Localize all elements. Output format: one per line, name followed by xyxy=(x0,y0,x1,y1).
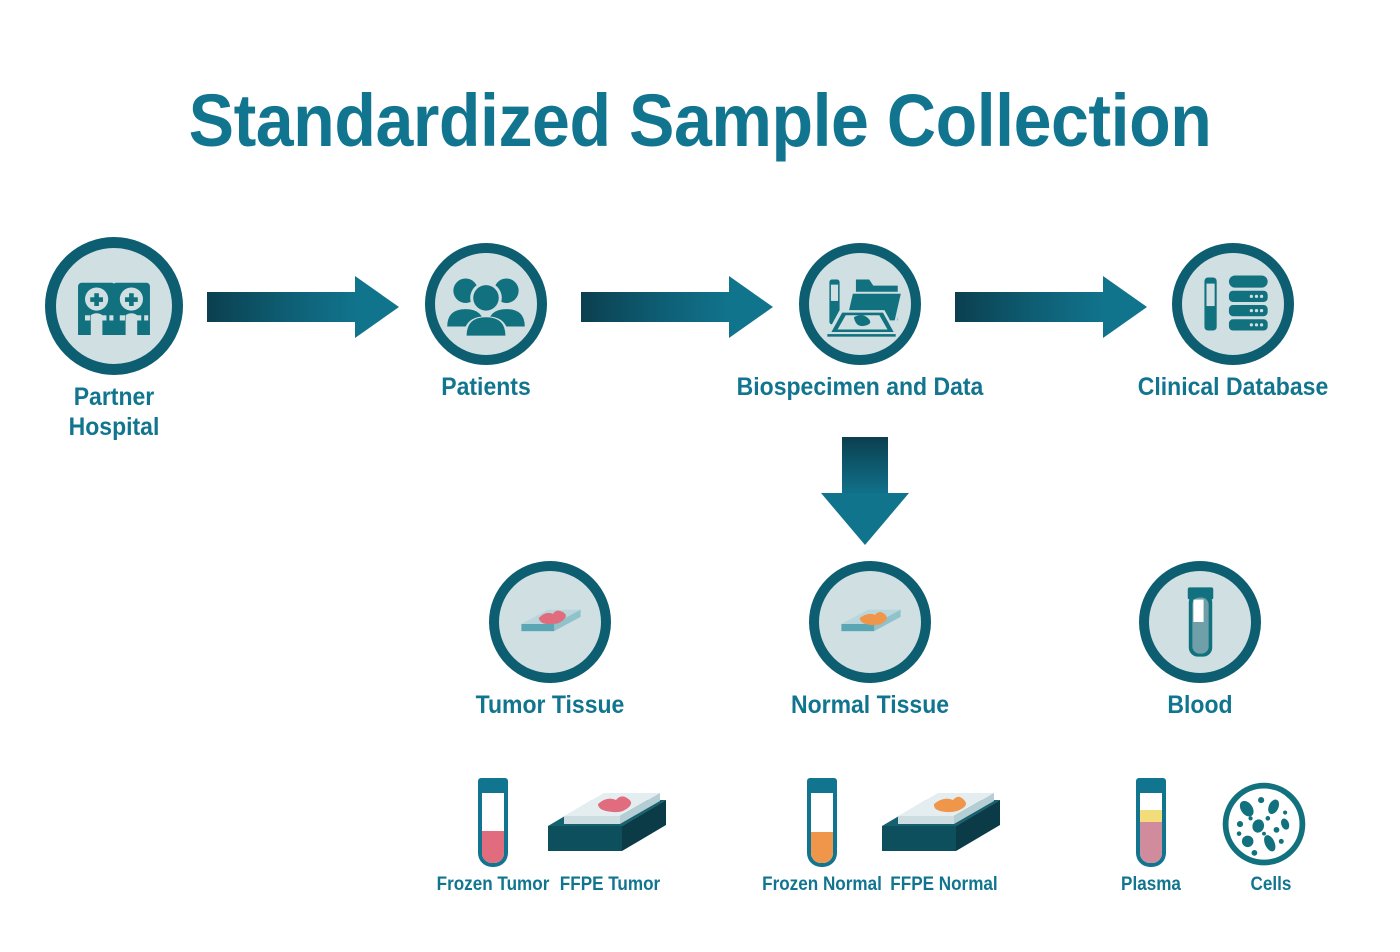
clinical-database-icon xyxy=(1202,273,1270,333)
ffpe-tumor-label: FFPE Tumor xyxy=(559,874,660,895)
arrow-biospecimen-to-samples xyxy=(821,437,909,545)
derivative-frozen-tumor[interactable]: Frozen Tumor xyxy=(437,778,549,908)
frozen-normal-label: Frozen Normal xyxy=(762,874,882,895)
arrow-shaft xyxy=(581,292,731,322)
tube-body xyxy=(807,789,837,867)
page-title: Standardized Sample Collection xyxy=(188,79,1212,162)
flow-node-clinical-database[interactable]: Clinical Database xyxy=(1138,243,1328,401)
flow-node-biospecimen-and-data[interactable]: Biospecimen and Data xyxy=(737,243,983,401)
tissue-slide-icon xyxy=(841,609,901,632)
tumor-tissue-circle xyxy=(489,561,611,683)
arrow-patients-to-biospecimen xyxy=(581,276,773,338)
arrow-head xyxy=(355,276,399,338)
tube-fill-bottom xyxy=(1140,822,1162,863)
flow-node-partner-hospital[interactable]: Partner Hospital xyxy=(45,237,183,441)
tissue-slide-icon xyxy=(521,609,581,632)
flow-node-patients[interactable]: Patients xyxy=(425,243,547,401)
derivative-ffpe-tumor[interactable]: FFPE Tumor xyxy=(542,778,677,908)
normal-tissue-circle xyxy=(809,561,931,683)
ffpe-normal-label: FFPE Normal xyxy=(889,874,998,895)
frozen-tumor-label: Frozen Tumor xyxy=(436,874,550,895)
plasma-label: Plasma xyxy=(1121,874,1181,895)
partner-hospital-label: Partner Hospital xyxy=(68,383,160,441)
tube-fill-top xyxy=(1140,809,1162,823)
tube-fill xyxy=(811,832,833,863)
patients-label: Patients xyxy=(441,373,531,401)
arrow-head xyxy=(1103,276,1147,338)
arrow-hospital-to-patients xyxy=(207,276,399,338)
tube-body xyxy=(1136,789,1166,867)
tube-body xyxy=(478,789,508,867)
patients-circle xyxy=(425,243,547,365)
patients-icon xyxy=(447,278,525,338)
derivative-ffpe-normal[interactable]: FFPE Normal xyxy=(876,778,1011,908)
arrow-head xyxy=(821,493,909,545)
arrow-shaft xyxy=(842,437,888,497)
arrow-biospecimen-to-database xyxy=(955,276,1147,338)
hospital-icon xyxy=(78,282,150,335)
blood-tube-icon xyxy=(1187,587,1214,657)
clinical-database-circle xyxy=(1172,243,1294,365)
arrow-shaft xyxy=(207,292,357,322)
tumor-tissue-label: Tumor Tissue xyxy=(475,691,625,719)
sample-node-normal-tissue[interactable]: Normal Tissue xyxy=(791,561,949,719)
biospecimen-data-icon xyxy=(825,277,904,338)
cells-label: Cells xyxy=(1250,874,1292,895)
derivative-frozen-normal[interactable]: Frozen Normal xyxy=(762,778,882,908)
partner-hospital-circle xyxy=(45,237,183,375)
biospecimen-circle xyxy=(799,243,921,365)
ffpe-block-icon xyxy=(882,793,1000,851)
normal-tissue-label: Normal Tissue xyxy=(790,691,950,719)
derivative-plasma[interactable]: Plasma xyxy=(1112,778,1190,908)
derivative-cells[interactable]: Cells xyxy=(1216,778,1326,908)
sample-node-blood[interactable]: Blood xyxy=(1139,561,1261,719)
petri-dish-cells-icon xyxy=(1222,782,1306,866)
tube-fill xyxy=(482,830,504,863)
biospecimen-label: Biospecimen and Data xyxy=(736,373,984,401)
clinical-database-label: Clinical Database xyxy=(1137,373,1329,401)
blood-circle xyxy=(1139,561,1261,683)
arrow-shaft xyxy=(955,292,1105,322)
arrow-head xyxy=(729,276,773,338)
ffpe-block-icon xyxy=(548,793,666,851)
blood-label: Blood xyxy=(1167,691,1233,719)
sample-node-tumor-tissue[interactable]: Tumor Tissue xyxy=(476,561,624,719)
